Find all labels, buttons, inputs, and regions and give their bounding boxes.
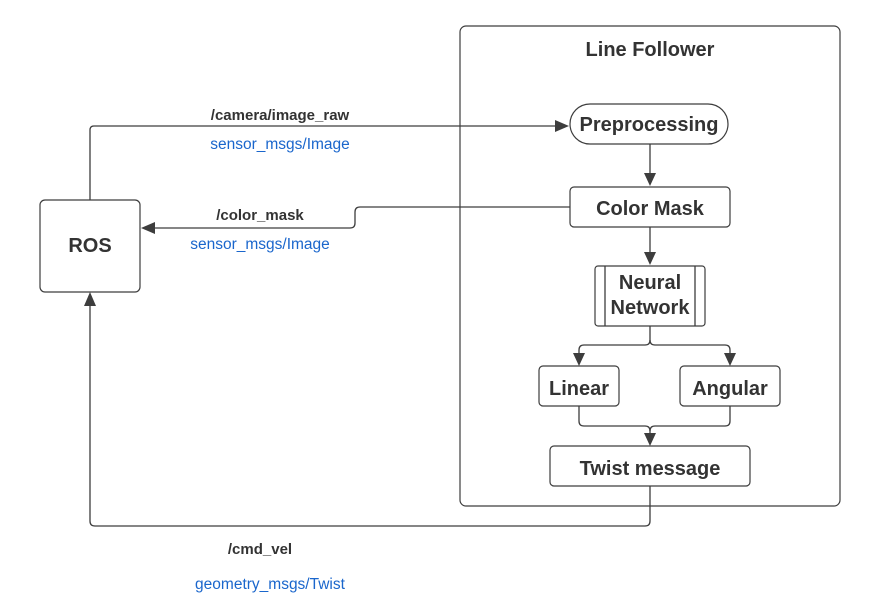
flow-angular-merge	[649, 406, 731, 432]
preprocessing-label: Preprocessing	[580, 114, 719, 136]
edge-cmd-vel-topic: /cmd_vel	[228, 541, 292, 558]
edge-camera-topic: /camera/image_raw	[211, 107, 350, 124]
edge-camera-type: sensor_msgs/Image	[210, 136, 350, 153]
twist-message-label: Twist message	[580, 458, 721, 480]
edge-cmd-vel-arrowhead	[84, 292, 96, 306]
edge-camera-image	[89, 125, 556, 200]
color-mask-label: Color Mask	[596, 198, 705, 220]
flow-neural-angular-arrowhead	[724, 353, 736, 366]
flow-merge-twist-arrowhead	[644, 433, 656, 446]
edge-color-mask-type: sensor_msgs/Image	[190, 236, 330, 253]
edge-color-mask-arrowhead	[141, 222, 155, 234]
flow-preprocessing-colormask-arrowhead	[644, 173, 656, 186]
neural-network-label-line1: Neural	[619, 272, 681, 294]
linear-label: Linear	[549, 378, 609, 400]
preprocessing-node[interactable]	[569, 103, 729, 145]
edge-color-mask	[154, 206, 570, 229]
group-title: Line Follower	[586, 39, 715, 61]
neural-network-label-line2: Network	[611, 297, 691, 319]
edge-color-mask-topic: /color_mask	[216, 207, 304, 224]
flow-neural-linear-arrowhead	[573, 353, 585, 366]
flow-colormask-neural-arrowhead	[644, 252, 656, 265]
edge-cmd-vel	[89, 305, 651, 527]
flow-neural-angular	[649, 339, 731, 354]
edge-cmd-vel-type: geometry_msgs/Twist	[195, 576, 346, 593]
edge-camera-image-arrowhead	[555, 120, 569, 132]
angular-label: Angular	[692, 378, 768, 400]
ros-node-label: ROS	[68, 235, 111, 257]
